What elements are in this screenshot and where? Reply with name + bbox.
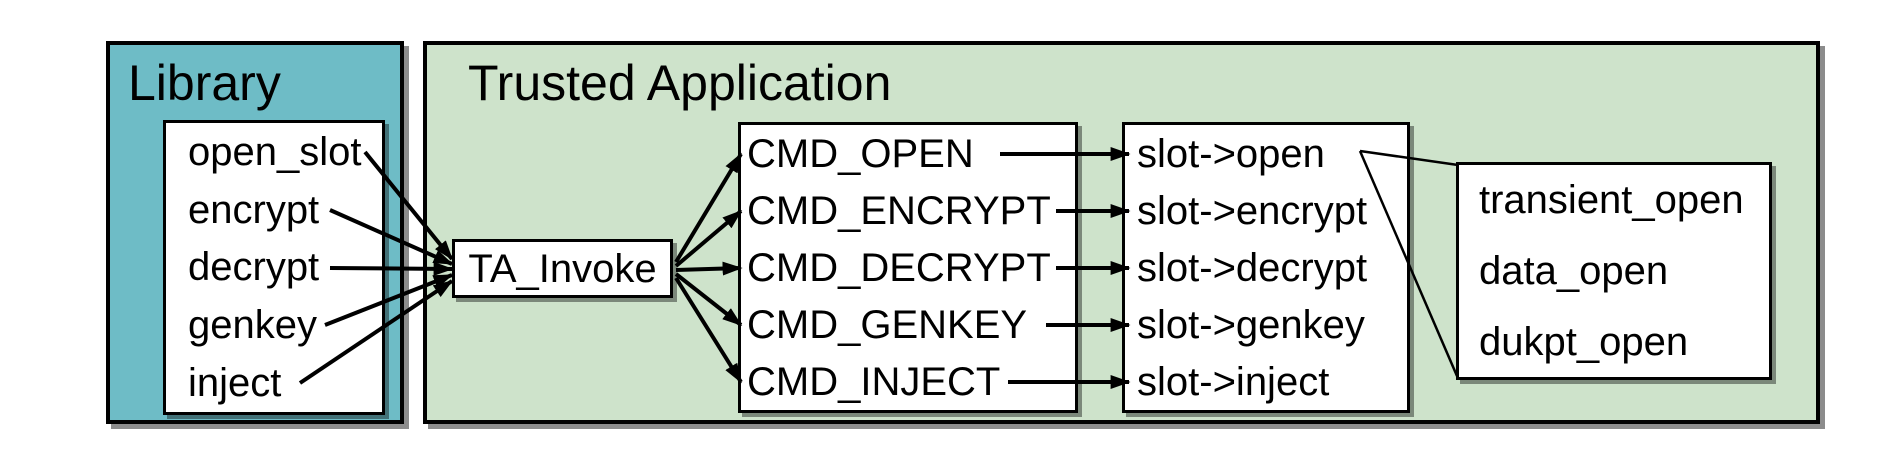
handler-item-slot-open: slot->open (1137, 131, 1325, 176)
commands-panel: CMD_OPEN CMD_ENCRYPT CMD_DECRYPT CMD_GEN… (738, 122, 1078, 413)
library-item-open-slot: open_slot (188, 129, 362, 174)
command-item-cmd-decrypt: CMD_DECRYPT (747, 245, 1051, 290)
library-item-inject: inject (188, 361, 282, 406)
command-item-cmd-genkey: CMD_GENKEY (747, 302, 1028, 347)
library-item-encrypt: encrypt (188, 187, 320, 232)
command-item-cmd-inject: CMD_INJECT (747, 359, 1001, 404)
trusted-application-title: Trusted Application (468, 55, 892, 111)
handler-item-slot-genkey: slot->genkey (1137, 302, 1365, 347)
open-impl-item-transient-open: transient_open (1479, 178, 1744, 223)
open-impl-item-dukpt-open: dukpt_open (1479, 319, 1689, 364)
command-item-cmd-encrypt: CMD_ENCRYPT (747, 188, 1051, 233)
library-title: Library (128, 55, 281, 111)
library-functions-panel: open_slot encrypt decrypt genkey inject (163, 120, 385, 415)
handler-item-slot-decrypt: slot->decrypt (1137, 245, 1368, 290)
open-impl-item-data-open: data_open (1479, 249, 1669, 293)
slot-handlers-panel: slot->open slot->encrypt slot->decrypt s… (1122, 122, 1410, 413)
handler-item-slot-encrypt: slot->encrypt (1137, 188, 1368, 233)
ta-invoke-box: TA_Invoke (452, 239, 673, 298)
library-item-genkey: genkey (188, 303, 317, 348)
library-item-decrypt: decrypt (188, 245, 320, 290)
command-item-cmd-open: CMD_OPEN (747, 131, 974, 176)
open-implementations-panel: transient_open data_open dukpt_open (1456, 162, 1772, 380)
handler-item-slot-inject: slot->inject (1137, 359, 1330, 404)
